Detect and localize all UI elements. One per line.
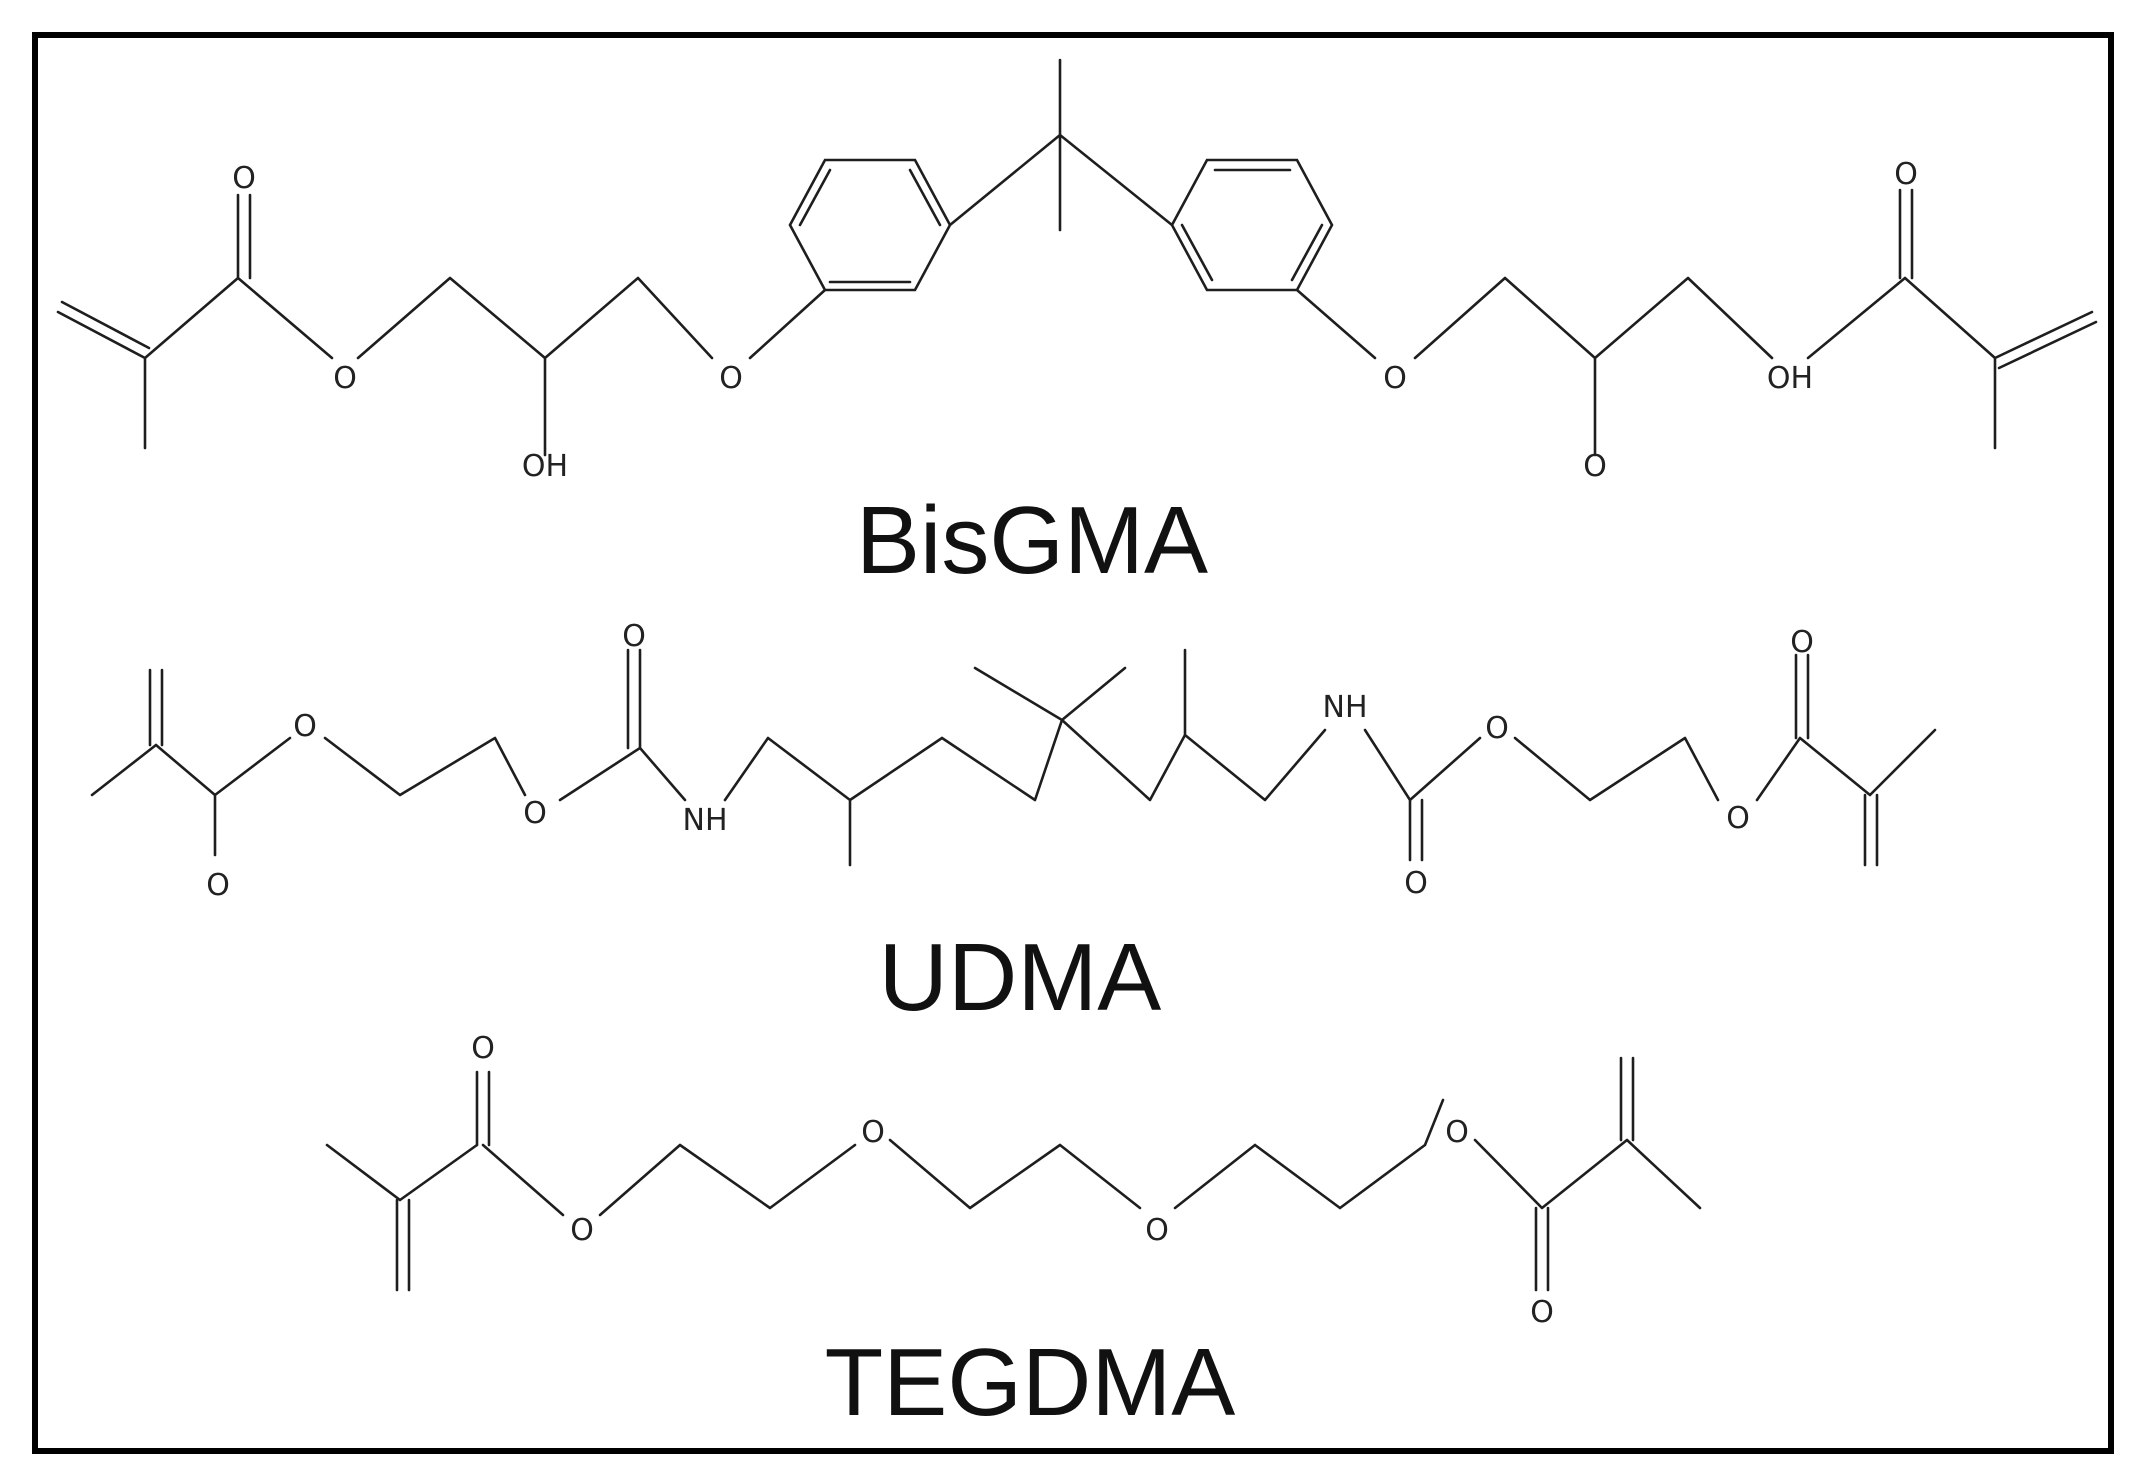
bisgma-atom-label: O (1383, 361, 1407, 396)
udma-atom-label: O (206, 868, 230, 903)
udma-atom-label: NH (1323, 690, 1368, 725)
bisgma-atom-label: O (1894, 157, 1918, 192)
udma-atom-label: NH (683, 803, 728, 838)
bisgma-atom-label: O (719, 361, 743, 396)
figure-border (32, 32, 2114, 1454)
tegdma-atom-label: O (1530, 1295, 1554, 1330)
tegdma-atom-label: O (471, 1031, 495, 1066)
udma-name: UDMA (879, 924, 1162, 1031)
bisgma-bonds (56, 58, 2098, 457)
tegdma-atom-label: O (570, 1213, 594, 1248)
bisgma-atom-label: OH (1767, 361, 1813, 396)
bisgma-atom-label: O (232, 161, 256, 196)
udma-atom-label: O (1726, 801, 1750, 836)
tegdma-name: TEGDMA (825, 1329, 1236, 1436)
bisgma-atom-label: O (333, 361, 357, 396)
bisgma-name: BisGMA (856, 487, 1208, 594)
udma-atom-label: O (622, 619, 646, 654)
udma-atom-label: O (1790, 625, 1814, 660)
molecule-bisgma: O O OH O O O OH O BisGMA (56, 58, 2098, 594)
tegdma-atom-label: O (1145, 1213, 1169, 1248)
tegdma-atom-label: O (861, 1115, 885, 1150)
bisgma-atom-label: O (1583, 449, 1607, 484)
molecule-tegdma: O O O O O O TEGDMA (325, 1031, 1702, 1436)
udma-atom-label: O (1404, 866, 1428, 901)
udma-atom-label: O (1485, 711, 1509, 746)
tegdma-atom-label: O (1445, 1115, 1469, 1150)
udma-atom-label: O (523, 796, 547, 831)
molecule-udma: O O O O NH NH O O O O UDMA (90, 619, 1937, 1031)
udma-atom-label: O (293, 709, 317, 744)
bisgma-atom-label: OH (522, 449, 568, 484)
tegdma-bonds (325, 1056, 1702, 1292)
udma-bonds (90, 648, 1937, 867)
